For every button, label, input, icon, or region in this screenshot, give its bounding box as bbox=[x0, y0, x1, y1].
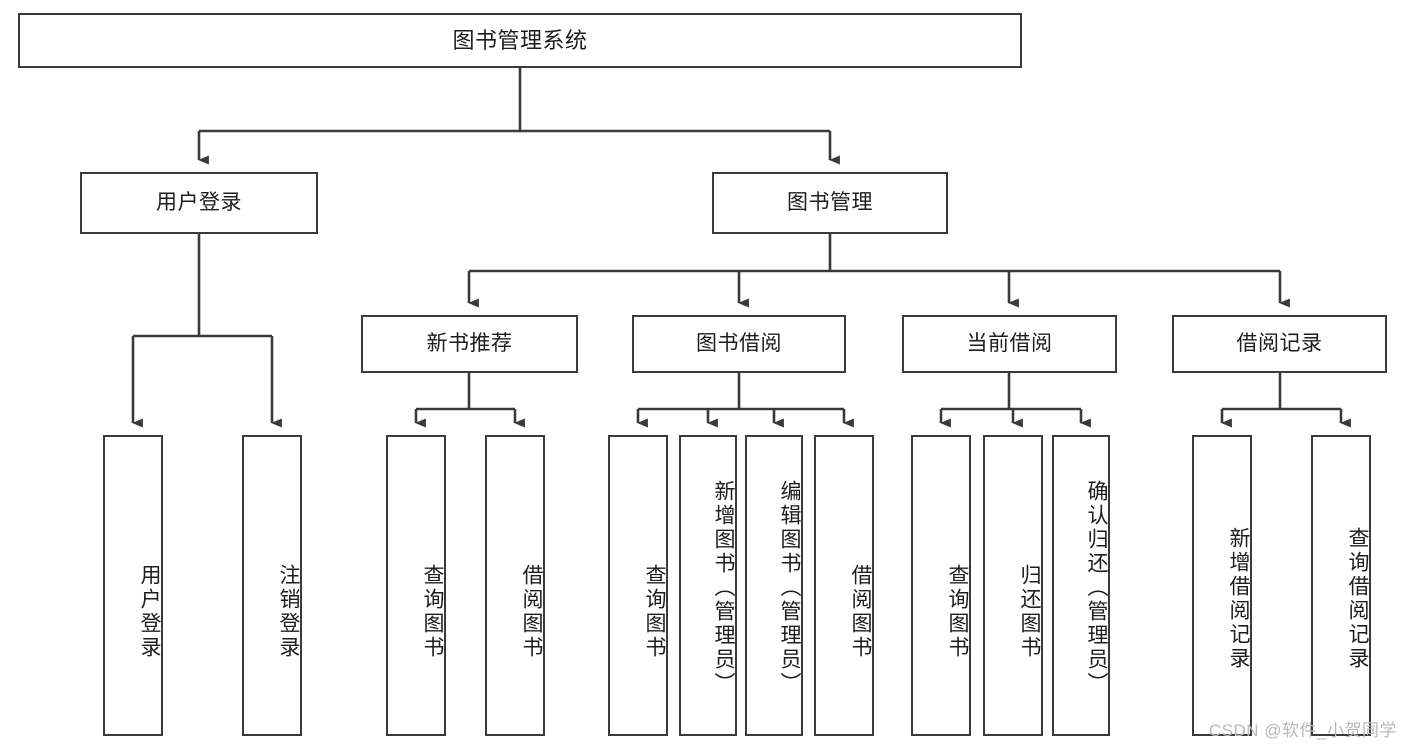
leaf-add-borrow-record[interactable]: 新增借阅记录 bbox=[1192, 435, 1252, 736]
leaf-query-borrow-record[interactable]: 查询借阅记录 bbox=[1311, 435, 1371, 736]
leaf-return-book[interactable]: 归还图书 bbox=[983, 435, 1043, 736]
node-new-book-recommend-label: 新书推荐 bbox=[426, 331, 513, 355]
leaf-confirm-return[interactable]: 确认归还（管理员） bbox=[1052, 435, 1110, 736]
node-user-login-label: 用户登录 bbox=[156, 190, 242, 214]
leaf-borrow-book-label: 借阅图书 bbox=[849, 563, 872, 660]
leaf-query-borrow-record-label: 查询借阅记录 bbox=[1346, 526, 1369, 671]
node-book-borrow-label: 图书借阅 bbox=[696, 331, 782, 355]
node-current-borrow[interactable]: 当前借阅 bbox=[902, 315, 1117, 373]
leaf-query-book-current-label: 查询图书 bbox=[946, 563, 969, 660]
leaf-borrow-book-recommend-label: 借阅图书 bbox=[520, 563, 543, 660]
leaf-return-book-label: 归还图书 bbox=[1018, 563, 1041, 660]
leaf-borrow-book[interactable]: 借阅图书 bbox=[814, 435, 874, 736]
leaf-edit-book[interactable]: 编辑图书（管理员） bbox=[745, 435, 803, 736]
node-book-management-label: 图书管理 bbox=[787, 190, 873, 214]
leaf-query-book-borrow-label: 查询图书 bbox=[643, 563, 666, 660]
leaf-query-book-current[interactable]: 查询图书 bbox=[911, 435, 971, 736]
leaf-add-borrow-record-label: 新增借阅记录 bbox=[1227, 526, 1250, 671]
node-new-book-recommend[interactable]: 新书推荐 bbox=[361, 315, 578, 373]
node-borrow-record-label: 借阅记录 bbox=[1236, 331, 1323, 355]
leaf-query-book-recommend-label: 查询图书 bbox=[421, 563, 444, 660]
node-user-login[interactable]: 用户登录 bbox=[80, 172, 318, 234]
leaf-query-book-recommend[interactable]: 查询图书 bbox=[386, 435, 446, 736]
node-current-borrow-label: 当前借阅 bbox=[966, 331, 1053, 355]
node-root[interactable]: 图书管理系统 bbox=[18, 13, 1022, 68]
leaf-edit-book-label: 编辑图书（管理员） bbox=[778, 479, 801, 696]
leaf-add-book[interactable]: 新增图书（管理员） bbox=[679, 435, 737, 736]
node-borrow-record[interactable]: 借阅记录 bbox=[1172, 315, 1387, 373]
node-book-borrow[interactable]: 图书借阅 bbox=[632, 315, 846, 373]
leaf-query-book-borrow[interactable]: 查询图书 bbox=[608, 435, 668, 736]
node-book-management[interactable]: 图书管理 bbox=[712, 172, 948, 234]
leaf-add-book-label: 新增图书（管理员） bbox=[712, 479, 735, 696]
leaf-logout[interactable]: 注销登录 bbox=[242, 435, 302, 736]
leaf-user-login[interactable]: 用户登录 bbox=[103, 435, 163, 736]
leaf-user-login-label: 用户登录 bbox=[138, 563, 161, 660]
csdn-watermark: CSDN @软件_小贺同学 bbox=[1208, 721, 1397, 740]
leaf-logout-label: 注销登录 bbox=[277, 563, 300, 660]
leaf-borrow-book-recommend[interactable]: 借阅图书 bbox=[485, 435, 545, 736]
leaf-confirm-return-label: 确认归还（管理员） bbox=[1085, 479, 1108, 696]
node-root-label: 图书管理系统 bbox=[452, 27, 588, 53]
